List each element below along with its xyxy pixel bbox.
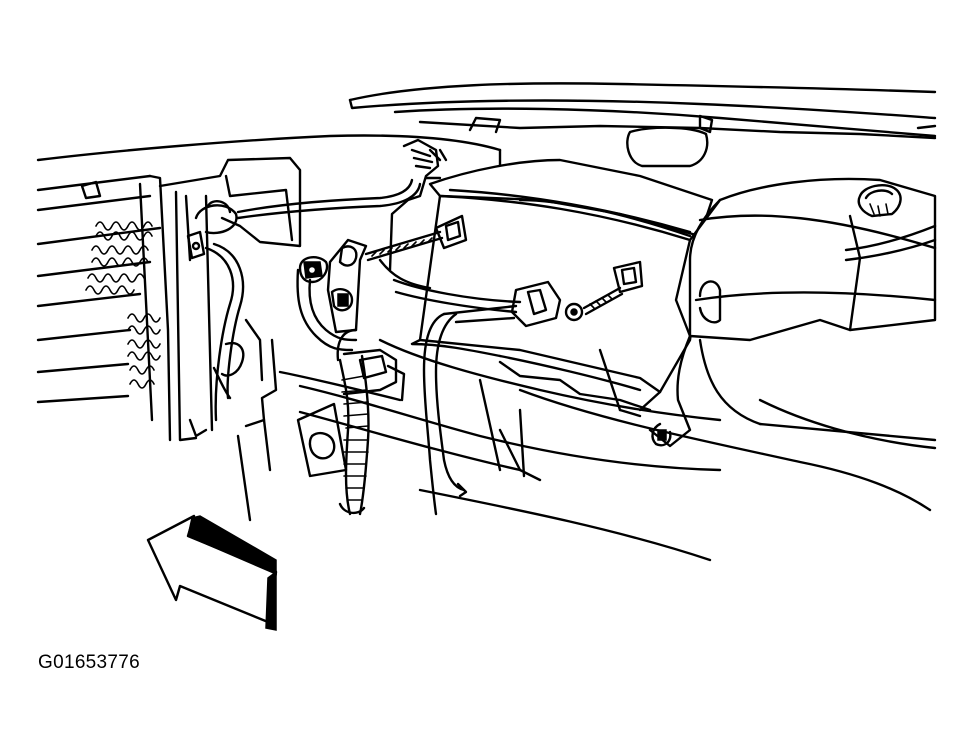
positive-cable-terminal	[394, 280, 622, 514]
hold-down-bracket	[300, 232, 442, 332]
wiring-harness	[238, 140, 446, 288]
radiator-core	[38, 176, 170, 440]
battery	[412, 160, 712, 410]
negative-cable-loom	[298, 270, 404, 514]
ground-cable	[190, 244, 243, 436]
radiator-support	[160, 158, 300, 440]
coolant-reservoir	[650, 179, 935, 448]
mounting-bracket	[298, 404, 346, 476]
hood-line	[38, 136, 500, 168]
figure-id-label: G01653776	[38, 652, 141, 673]
battery-tray	[214, 320, 720, 560]
front-of-vehicle-arrow	[148, 516, 276, 630]
fender-apron	[500, 390, 930, 510]
windshield-cowl	[350, 83, 935, 166]
